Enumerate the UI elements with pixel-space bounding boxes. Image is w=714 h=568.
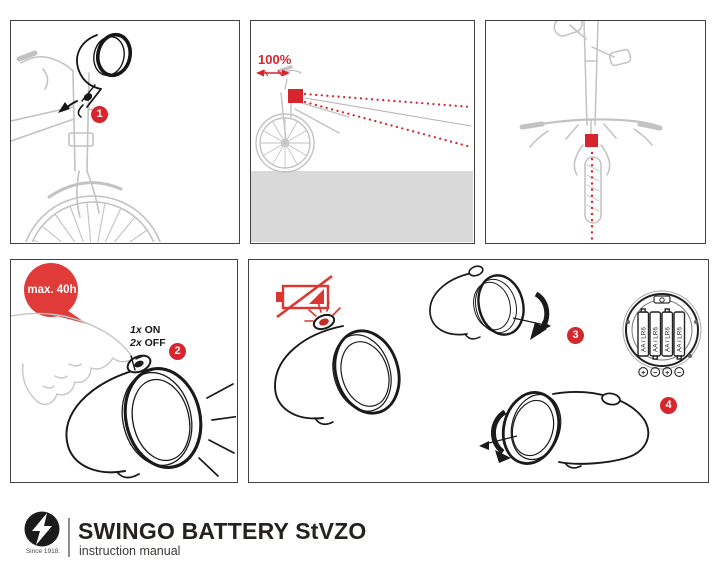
panel-beam-alignment-step: 100%	[250, 20, 475, 244]
on-off-instruction: 1x ON 2x OFF	[130, 324, 166, 349]
headlight-open-illustration	[429, 265, 525, 340]
spanninga-logo-icon	[24, 511, 60, 547]
battery-label: AA / LR6	[677, 327, 684, 352]
headlight-blinking-illustration	[274, 313, 401, 426]
manual-subtitle: instruction manual	[79, 544, 181, 558]
polarity-sign: +	[641, 368, 646, 377]
beam-intensity-label: 100%	[258, 52, 292, 67]
unscrew-arrow-icon	[512, 291, 551, 340]
polarity-indicators: + − + −	[638, 367, 685, 377]
step-badge-3: 3	[567, 327, 584, 344]
since-label: Since 1918.	[25, 548, 61, 555]
step-badge-2: 2	[169, 343, 186, 360]
polarity-sign: −	[677, 368, 682, 377]
press-button-illustration	[11, 263, 236, 479]
brand-logo	[22, 510, 62, 548]
headlight-marker	[585, 134, 598, 147]
step-badge-4: 4	[660, 397, 677, 414]
panel-operation-step2: max. 40h 1x ON 2x OFF 2	[10, 259, 238, 483]
panel-mounting-step1: 1	[10, 20, 240, 244]
headlight-marker	[288, 89, 303, 103]
beam-upper-dotted-line	[303, 92, 473, 109]
footer-divider	[68, 518, 70, 557]
battery-label: AA / LR6	[665, 327, 672, 352]
low-battery-icon	[276, 274, 333, 319]
runtime-label: max. 40h	[27, 284, 77, 296]
ground-area	[251, 171, 473, 242]
panel-battery-replacement: AA / LR6 AA / LR6 AA / LR6 AA / LR6 + − …	[248, 259, 709, 483]
step-badge-1: 1	[91, 106, 108, 123]
battery-label: AA / LR6	[653, 327, 660, 352]
beam-lower-dotted-line	[303, 100, 473, 149]
blink-indicator-icon	[304, 301, 341, 322]
bike-side-beam-illustration	[251, 65, 473, 242]
battery-label: AA / LR6	[641, 327, 648, 352]
beam-axis-line	[304, 97, 472, 127]
panel-beam-direction-step	[485, 20, 706, 244]
polarity-sign: +	[665, 368, 670, 377]
headlight-closing-illustration	[501, 391, 650, 469]
battery-replacement-illustration: AA / LR6 AA / LR6 AA / LR6 AA / LR6 + − …	[274, 265, 702, 469]
bike-top-view-illustration	[519, 21, 663, 241]
hand-illustration	[11, 312, 134, 406]
polarity-sign: −	[653, 368, 658, 377]
bike-front-light-mounting-illustration	[11, 32, 161, 242]
battery-compartment-illustration: AA / LR6 AA / LR6 AA / LR6 AA / LR6 + − …	[622, 290, 702, 377]
headlight-illustration	[65, 354, 203, 479]
product-title: SWINGO BATTERY StVZO	[78, 518, 367, 544]
light-rays-icon	[198, 383, 236, 477]
screw-close-arrow-icon	[479, 409, 518, 463]
beam-width-arrow-icon	[256, 69, 290, 77]
